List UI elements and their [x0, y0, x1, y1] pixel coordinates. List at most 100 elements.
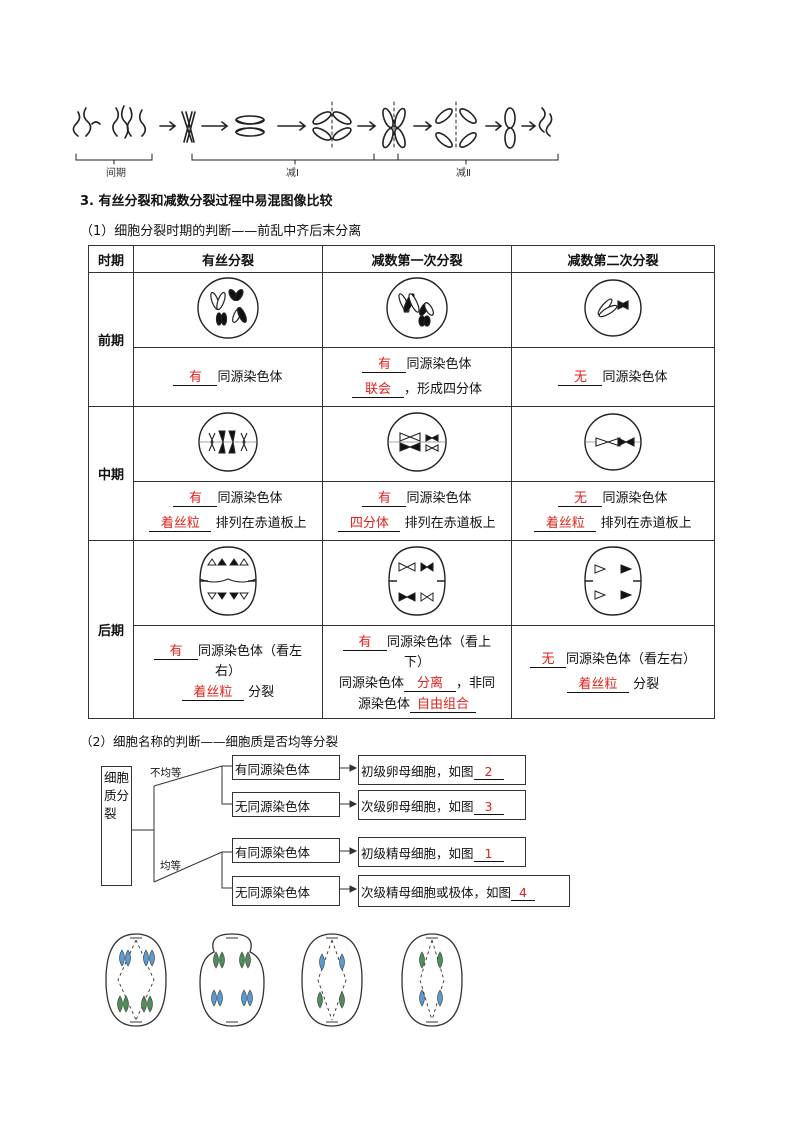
- answer-blank: 有: [173, 370, 218, 386]
- cell-figure-mitosis-anaphase: [133, 540, 323, 626]
- answer-blank: 有: [342, 635, 387, 652]
- table-row: 后期: [88, 540, 715, 719]
- cell-figure-meiosis2-anaphase: [511, 540, 715, 626]
- flow-condition-box: 无同源染色体: [232, 792, 340, 817]
- cell-text-meiosis2-metaphase: 无同源染色体 着丝粒 排列在赤道板上: [511, 481, 715, 541]
- cell-text-meiosis1-anaphase: 有同源染色体（看上 下） 同源染色体分离，非同 源染色体自由组合: [322, 625, 512, 719]
- answer-blank: 四分体: [338, 516, 401, 533]
- answer-blank: 有: [362, 357, 407, 374]
- cell-text-meiosis1-prophase: 有同源染色体 联会，形成四分体: [322, 347, 512, 407]
- cell-mitosis-anaphase-figure: [199, 546, 257, 616]
- flow-condition-box: 有同源染色体: [232, 838, 340, 863]
- meiosis-process-illustration: [72, 101, 559, 165]
- flow-result-text: 次级卵母细胞，如图: [361, 799, 474, 814]
- cell-text: 分裂: [633, 677, 660, 692]
- answer-blank: 着丝粒: [566, 677, 629, 694]
- cell-text: 排列在赤道板上: [600, 516, 692, 531]
- cell-text-meiosis2-anaphase: 无同源染色体（看左右） 着丝粒 分裂: [511, 625, 715, 719]
- cell-figure-meiosis1-metaphase: [322, 406, 512, 482]
- header-phase: 时期: [88, 245, 134, 273]
- cell-meiosis1-metaphase-figure: [387, 412, 447, 472]
- table-row: 有同源染色体（看左 右） 着丝粒 分裂 有同源染色体（看上 下） 同源染色体分离…: [89, 625, 715, 719]
- flow-result-text: 初级卵母细胞，如图: [361, 764, 474, 779]
- cell-meiosis2-metaphase-figure: [584, 413, 642, 471]
- table-row: 中期: [88, 406, 715, 541]
- answer-blank: 分离: [404, 676, 456, 693]
- four-dividing-cells-illustration: [105, 933, 463, 1027]
- header-meiosis-2: 减数第二次分裂: [511, 245, 715, 273]
- cell-text: 同源染色体（看左: [197, 644, 302, 659]
- colored-cell-figures: [100, 930, 480, 1034]
- cell-text-mitosis-anaphase: 有同源染色体（看左 右） 着丝粒 分裂: [133, 625, 323, 719]
- cell-text: 分裂: [248, 685, 275, 700]
- cell-text-meiosis2-prophase: 无同源染色体: [511, 347, 715, 407]
- table-row: 有同源染色体 有同源染色体 联会，形成四分体 无同源染色体: [89, 347, 715, 407]
- cell-text: 同源染色体: [602, 369, 668, 385]
- answer-blank: 有: [362, 491, 407, 508]
- answer-blank: 2: [473, 765, 504, 780]
- flow-branch-unequal: 不均等: [150, 767, 182, 779]
- stage-label-meiosis-1: 减Ⅰ: [286, 168, 299, 179]
- stage-label-interphase: 间期: [106, 168, 126, 179]
- flow-root-box: 细胞质分裂: [101, 766, 132, 886]
- cell-figure-meiosis1-anaphase: [322, 540, 512, 626]
- cell-meiosis2-anaphase-figure: [584, 546, 642, 616]
- sub-heading-phase-judgement: （1）细胞分裂时期的判断——前乱中齐后末分离: [80, 224, 362, 239]
- header-mitosis: 有丝分裂: [133, 245, 323, 273]
- cell-mitosis-metaphase-figure: [198, 412, 258, 472]
- answer-blank: 着丝粒: [534, 516, 597, 533]
- cell-meiosis1-prophase-figure: [386, 277, 448, 339]
- cell-meiosis2-prophase-figure: [584, 279, 642, 337]
- cell-text: 右）: [214, 664, 241, 679]
- cell-text: ，形成四分体: [403, 382, 482, 397]
- cell-figure-mitosis-prophase: [133, 272, 323, 348]
- cell-text: 排列在赤道板上: [404, 516, 496, 531]
- cell-text: 同源染色体: [406, 491, 472, 506]
- cell-text: 同源染色体: [217, 491, 283, 506]
- answer-blank: 1: [473, 847, 504, 862]
- answer-blank: 4: [511, 886, 536, 901]
- cell-text-mitosis-metaphase: 有同源染色体 着丝粒 排列在赤道板上: [133, 481, 323, 541]
- cell-text: ，非同: [456, 676, 496, 691]
- answer-blank: 无: [529, 652, 566, 669]
- cell-text-meiosis1-metaphase: 有同源染色体 四分体 排列在赤道板上: [322, 481, 512, 541]
- flow-result-text: 次级精母细胞或极体，如图: [361, 885, 512, 900]
- flow-result-text: 初级精母细胞，如图: [361, 846, 474, 861]
- cell-figure-4: [401, 933, 463, 1027]
- cell-text: 排列在赤道板上: [215, 516, 307, 531]
- section-heading: 3. 有丝分裂和减数分裂过程中易混图像比较: [80, 194, 333, 209]
- cell-text-mitosis-prophase: 有同源染色体: [133, 347, 323, 407]
- comparison-table: 时期 有丝分裂 减数第一次分裂 减数第二次分裂 前期: [88, 245, 715, 719]
- answer-blank: 无: [558, 370, 603, 386]
- cell-meiosis1-anaphase-figure: [388, 546, 446, 616]
- cell-text: 同源染色体: [602, 491, 668, 506]
- cell-text: 同源染色体（看上: [386, 635, 491, 650]
- answer-blank: 联会: [351, 382, 404, 399]
- table-row: 有同源染色体 着丝粒 排列在赤道板上 有同源染色体 四分体 排列在赤道板上 无同…: [89, 481, 715, 541]
- answer-blank: 着丝粒: [149, 516, 212, 533]
- cell-figure-1: [105, 933, 167, 1027]
- answer-blank: 无: [558, 491, 603, 508]
- cell-text: 同源染色体（看左右）: [565, 652, 696, 667]
- table-header-row: 时期 有丝分裂 减数第一次分裂 减数第二次分裂: [88, 245, 715, 273]
- cell-figure-3: [301, 933, 363, 1027]
- cell-text: 同源染色体: [406, 357, 472, 372]
- phase-anaphase: 后期: [88, 540, 134, 719]
- answer-blank: 有: [153, 644, 198, 661]
- sub-heading-cell-name: （2）细胞名称的判断——细胞质是否均等分裂: [80, 734, 338, 749]
- flow-condition-box: 无同源染色体: [232, 876, 340, 906]
- stage-label-meiosis-2: 减Ⅱ: [456, 168, 471, 179]
- cell-text: 同源染色体: [217, 369, 283, 385]
- flow-branch-equal: 均等: [160, 860, 181, 872]
- cell-mitosis-prophase-figure: [197, 277, 259, 339]
- meiosis-process-diagram: 间期 减Ⅰ 减Ⅱ: [70, 98, 570, 179]
- answer-blank: 3: [473, 800, 504, 815]
- cell-text: 下）: [403, 655, 430, 670]
- cell-text: 源染色体: [357, 697, 410, 712]
